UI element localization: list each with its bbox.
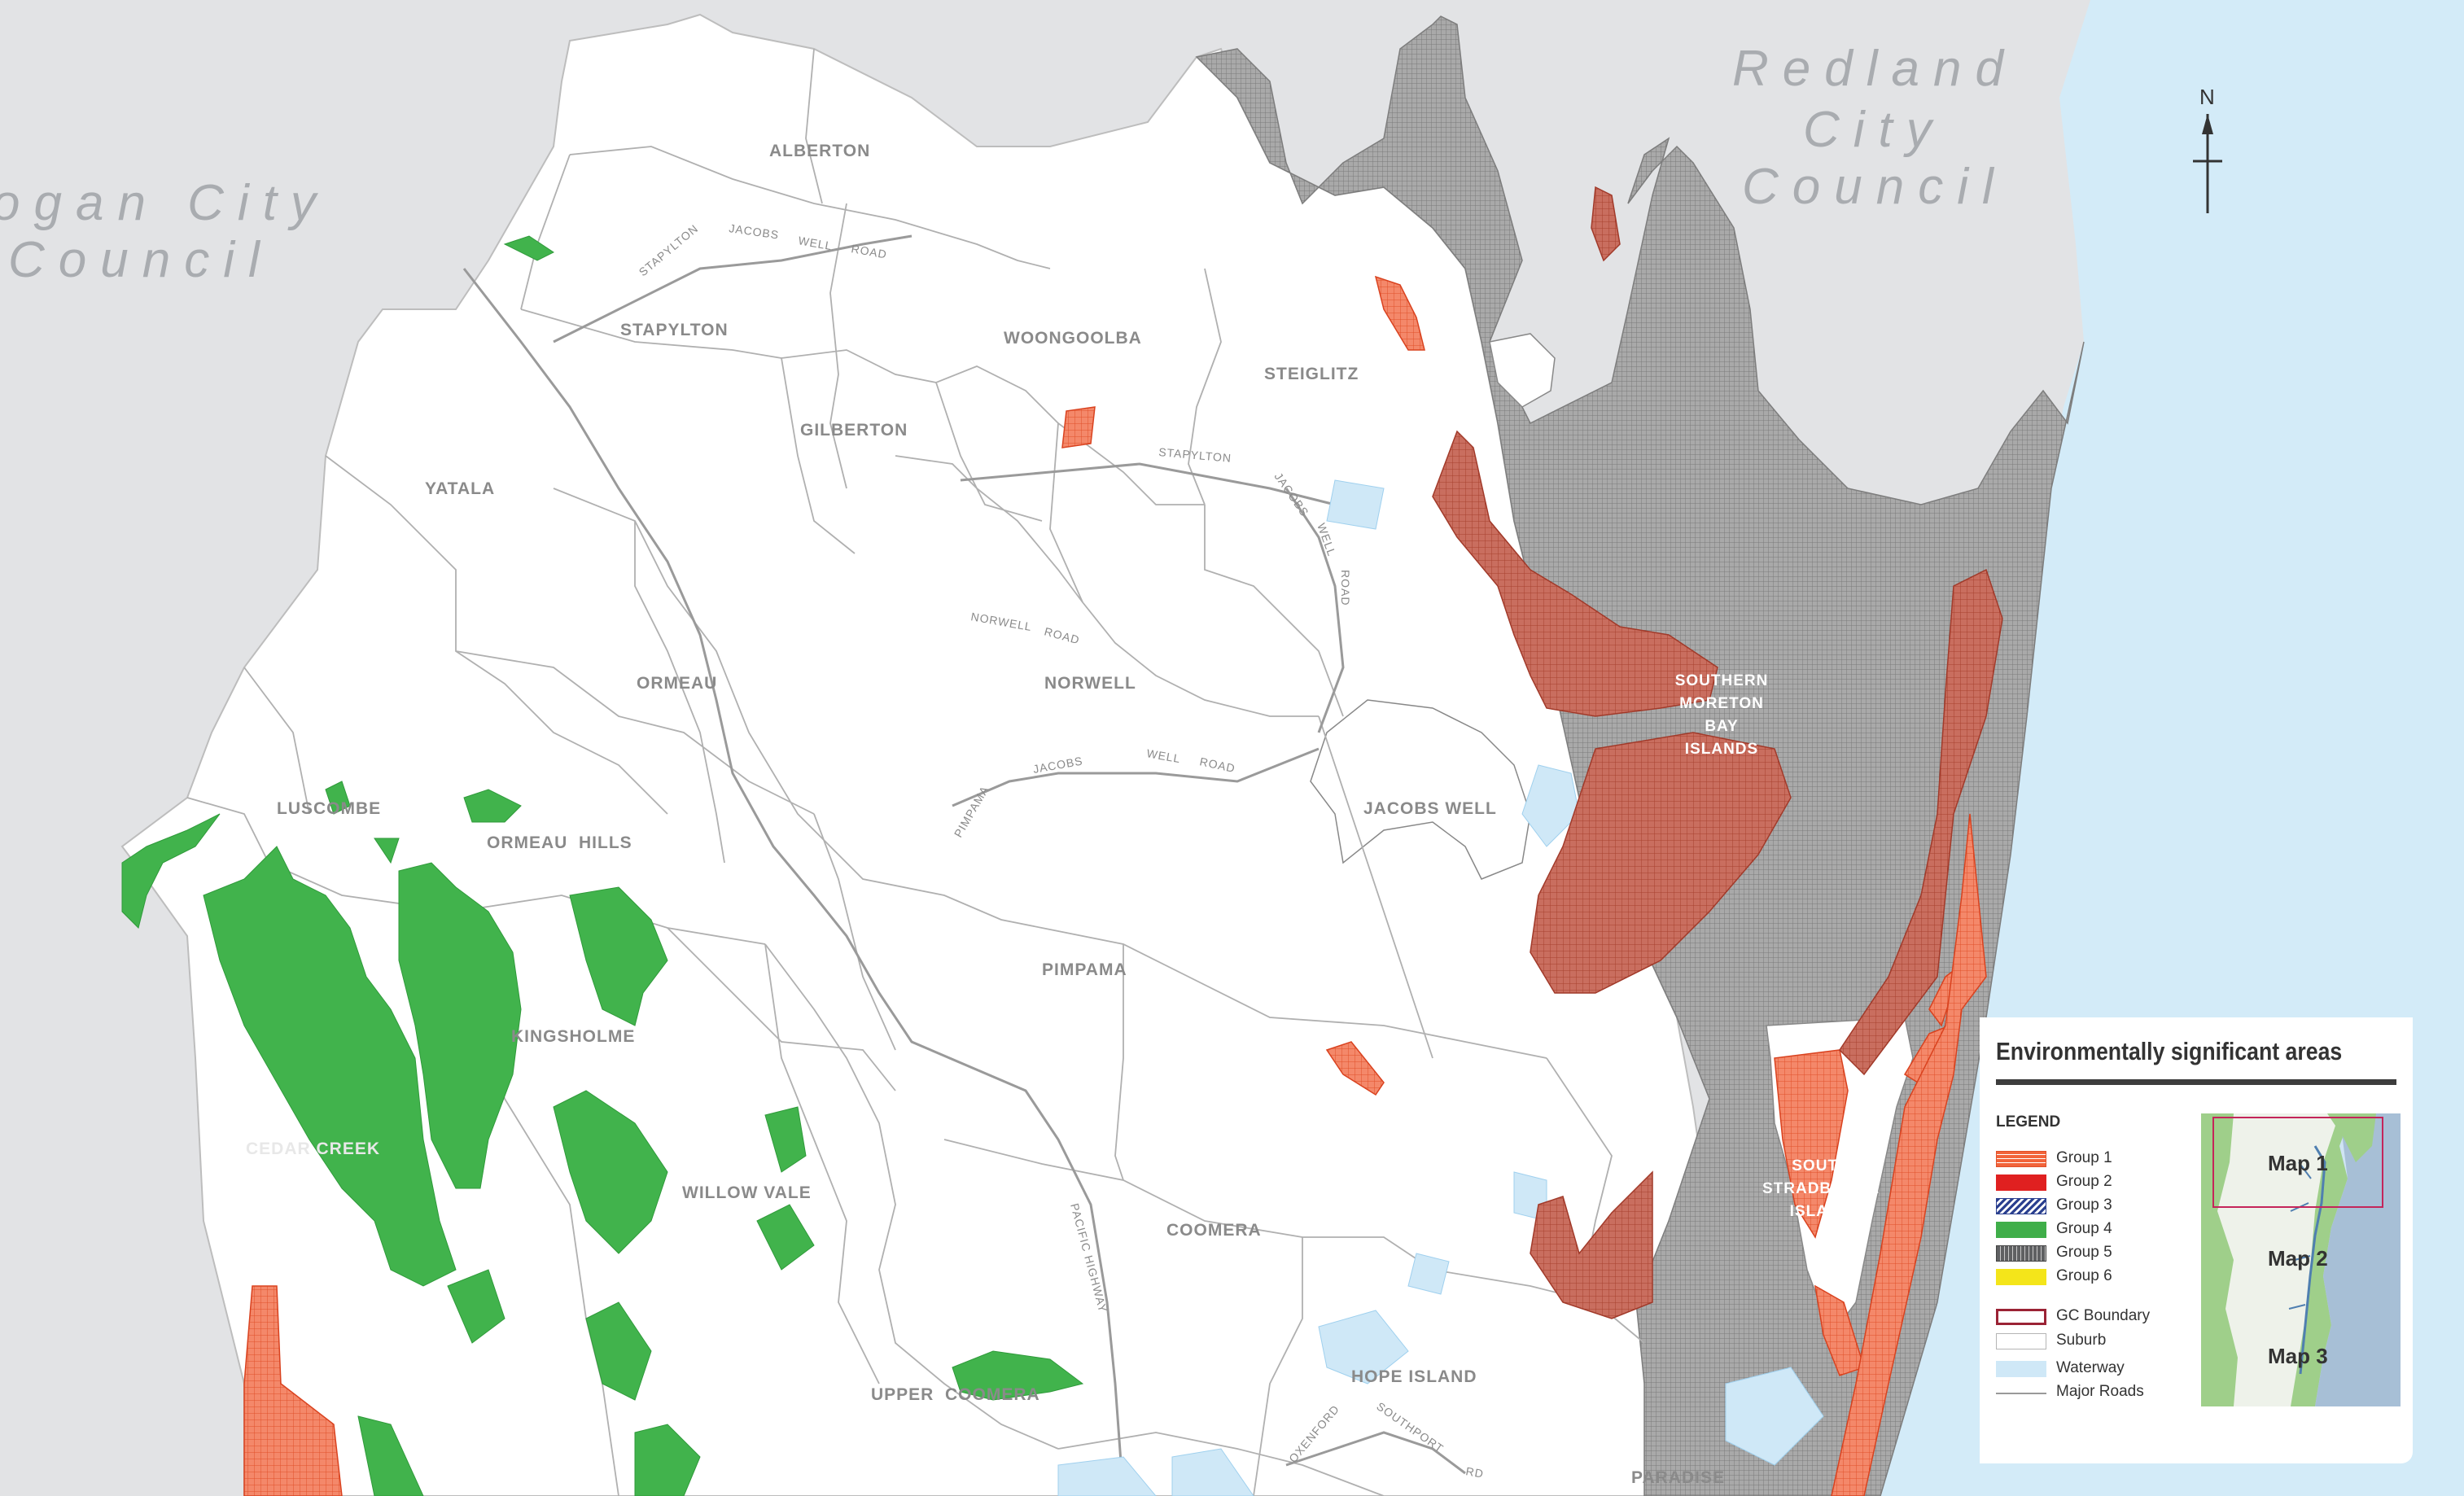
svg-text:ISLANDS: ISLANDS (1685, 741, 1758, 758)
legend-title: Environmentally significant areas (1996, 1037, 2343, 1065)
island-label-south-stradbroke: SOUTH STRADBROKE ISLAND (1762, 1157, 1880, 1220)
suburb-label-ormeau: ORMEAU (637, 674, 717, 693)
suburb-label-cedar-creek: CEDAR CREEK (246, 1139, 380, 1158)
suburb-label-hope-island: HOPE ISLAND (1351, 1367, 1477, 1386)
island-white-1 (1489, 333, 1556, 408)
redland-council-label: Redland City Council (1732, 41, 2017, 215)
group6-swatch (1996, 1269, 2046, 1285)
suburb-label-pimpama: PIMPAMA (1042, 960, 1127, 979)
suburb-swatch (1996, 1333, 2046, 1349)
group4-areas (121, 235, 1084, 1496)
suburb-label-ormeau-hills: ORMEAU HILLS (487, 833, 632, 852)
suburb-label-norwell: NORWELL (1044, 674, 1136, 693)
legend-panel: Environmentally significant areas LEGEND… (1980, 1017, 2413, 1463)
suburb-label-paradise: PARADISE (1631, 1468, 1725, 1487)
suburb-label-steiglitz: STEIGLITZ (1264, 365, 1359, 383)
road-label-well: WELL (797, 234, 833, 252)
group1-dark-areas (1432, 186, 2003, 1319)
group2-swatch (1996, 1174, 2046, 1191)
road-label-rd: RD (1464, 1464, 1485, 1481)
svg-text:Council: Council (8, 232, 274, 288)
suburb-label-jacobs-well: JACOBS WELL (1363, 799, 1497, 818)
inset-map2-label[interactable]: Map 2 (2268, 1246, 2328, 1271)
suburb-label-coomera: COOMERA (1166, 1221, 1262, 1240)
road-label-road-ns: ROAD (1339, 570, 1352, 606)
group1-swatch (1996, 1151, 2046, 1167)
svg-text:ogan City: ogan City (0, 175, 330, 231)
logan-council-label: ogan City Council (0, 175, 330, 288)
inset-map1-label[interactable]: Map 1 (2268, 1151, 2328, 1175)
legend-subheading: LEGEND (1996, 1113, 2061, 1131)
svg-text:N: N (2199, 85, 2215, 109)
group4-swatch (1996, 1222, 2046, 1238)
major-roads (462, 234, 1466, 1496)
north-arrow-icon: N (2193, 85, 2222, 213)
island-label-southern-moreton: SOUTHERN MORETON BAY ISLANDS (1675, 672, 1769, 758)
suburb-label-yatala: YATALA (425, 479, 495, 498)
major-roads-swatch (1996, 1393, 2046, 1394)
svg-text:SOUTHERN: SOUTHERN (1675, 672, 1769, 689)
legend-divider (1996, 1079, 2396, 1085)
suburb-label-alberton: ALBERTON (769, 142, 870, 160)
suburb-label-willow-vale: WILLOW VALE (682, 1183, 812, 1202)
inset-locator-map: Map 1 Map 2 Map 3 (2201, 1113, 2401, 1406)
svg-text:BAY: BAY (1705, 718, 1738, 735)
road-label-well-2: WELL (1145, 746, 1181, 765)
gc-boundary-swatch (1996, 1309, 2046, 1325)
suburb-label-woongoolba: WOONGOOLBA (1004, 329, 1142, 348)
svg-text:MORETON: MORETON (1679, 695, 1764, 712)
waterway-swatch (1996, 1361, 2046, 1377)
road-label-stapylton-2: STAPYLTON (1158, 445, 1232, 465)
svg-text:SOUTH: SOUTH (1792, 1157, 1850, 1174)
suburb-label-luscombe: LUSCOMBE (277, 799, 381, 818)
svg-text:ISLAND: ISLAND (1790, 1203, 1853, 1220)
suburb-label-upper-coomera: UPPER COOMERA (871, 1385, 1040, 1404)
road-label-road: ROAD (850, 242, 888, 260)
svg-text:Council: Council (1742, 159, 2007, 215)
suburb-label-kingsholme: KINGSHOLME (511, 1027, 635, 1046)
group3-swatch (1996, 1198, 2046, 1214)
inset-map3-label[interactable]: Map 3 (2268, 1344, 2328, 1368)
svg-text:Redland: Redland (1732, 41, 2017, 97)
svg-text:City: City (1803, 102, 1945, 158)
suburb-label-stapylton: STAPYLTON (620, 321, 729, 339)
inset-map1-highlight[interactable] (2212, 1117, 2383, 1208)
island-white-2 (1310, 699, 1531, 880)
group1-areas (243, 275, 1987, 1496)
suburb-label-gilberton: GILBERTON (800, 421, 908, 440)
group5-swatch (1996, 1245, 2046, 1262)
svg-text:STRADBROKE: STRADBROKE (1762, 1180, 1880, 1197)
waterways (1057, 479, 1824, 1496)
